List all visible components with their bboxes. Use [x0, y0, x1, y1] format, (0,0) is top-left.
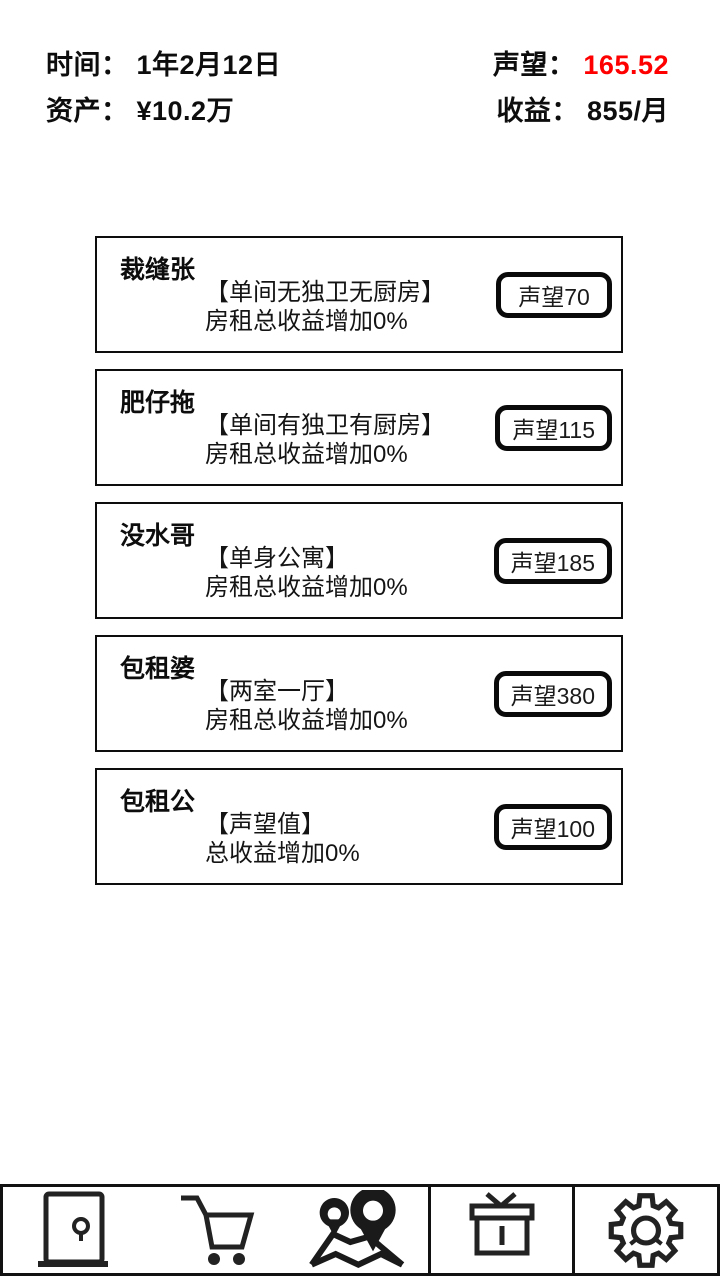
landlord-card-list: 裁缝张 【单间无独卫无厨房】 房租总收益增加0% 声望70 肥仔拖 【单间有独卫… [95, 236, 623, 901]
status-row-2: 资产：¥10.2万 收益：855/月 [46, 96, 669, 142]
assets-value: ¥10.2万 [136, 96, 235, 126]
assets-stat: 资产：¥10.2万 [46, 96, 234, 126]
landlord-effect: 总收益增加0% [205, 840, 360, 867]
reputation-value: 165.52 [583, 50, 669, 80]
landlord-card: 包租公 【声望值】 总收益增加0% 声望100 [95, 768, 623, 885]
landlord-name: 没水哥 [120, 522, 196, 550]
landlord-effect: 房租总收益增加0% [205, 707, 408, 734]
landlord-effect: 房租总收益增加0% [205, 574, 408, 601]
landlord-room-type: 【单间无独卫无厨房】 [205, 279, 445, 306]
landlord-room-type: 【单间有独卫有厨房】 [205, 412, 445, 439]
landlord-effect: 房租总收益增加0% [205, 308, 408, 335]
assets-label: 资产： [46, 96, 129, 126]
reputation-button[interactable]: 声望185 [493, 537, 612, 584]
landlord-description: 【两室一厅】 房租总收益增加0% [205, 677, 408, 735]
status-header: 时间：1年2月12日 声望：165.52 资产：¥10.2万 收益：855/月 [46, 50, 669, 142]
income-stat: 收益：855/月 [496, 96, 669, 126]
landlord-card: 裁缝张 【单间无独卫无厨房】 房租总收益增加0% 声望70 [95, 236, 623, 353]
map-pin-icon [301, 1190, 413, 1270]
reputation-button[interactable]: 声望380 [493, 670, 612, 717]
landlord-card: 肥仔拖 【单间有独卫有厨房】 房租总收益增加0% 声望115 [95, 369, 623, 486]
status-row-1: 时间：1年2月12日 声望：165.52 [46, 50, 669, 96]
reputation-button[interactable]: 声望100 [493, 803, 612, 850]
reputation-label: 声望： [492, 50, 576, 80]
gear-icon [606, 1188, 686, 1272]
landlord-effect: 房租总收益增加0% [205, 441, 408, 468]
landlord-name: 裁缝张 [120, 256, 196, 284]
income-value: 855/月 [586, 96, 669, 126]
reputation-button[interactable]: 声望70 [496, 271, 612, 318]
landlord-card: 包租婆 【两室一厅】 房租总收益增加0% 声望380 [95, 635, 623, 752]
gift-icon [463, 1191, 541, 1269]
bottom-nav-bar [0, 1184, 720, 1276]
landlord-room-type: 【声望值】 [205, 811, 325, 838]
nav-item-rewards[interactable] [427, 1187, 573, 1273]
nav-item-rooms[interactable] [3, 1187, 145, 1273]
landlord-description: 【单身公寓】 房租总收益增加0% [205, 544, 408, 602]
time-label: 时间： [46, 50, 129, 80]
landlord-room-type: 【单身公寓】 [205, 545, 349, 572]
time-stat: 时间：1年2月12日 [46, 50, 281, 80]
landlord-room-type: 【两室一厅】 [205, 678, 349, 705]
nav-item-shop[interactable] [144, 1187, 287, 1273]
reputation-stat: 声望：165.52 [493, 50, 669, 80]
landlord-name: 包租公 [120, 788, 196, 816]
door-icon [31, 1190, 117, 1270]
time-value: 1年2月12日 [136, 50, 282, 80]
cart-icon [175, 1191, 255, 1269]
nav-item-settings[interactable] [572, 1187, 717, 1273]
landlord-name: 肥仔拖 [120, 389, 196, 417]
nav-item-map[interactable] [286, 1187, 428, 1273]
landlord-description: 【单间无独卫无厨房】 房租总收益增加0% [205, 278, 445, 336]
landlord-description: 【声望值】 总收益增加0% [205, 810, 360, 868]
landlord-name: 包租婆 [120, 655, 196, 683]
landlord-card: 没水哥 【单身公寓】 房租总收益增加0% 声望185 [95, 502, 623, 619]
income-label: 收益： [496, 96, 579, 126]
landlord-description: 【单间有独卫有厨房】 房租总收益增加0% [205, 411, 445, 469]
reputation-button[interactable]: 声望115 [495, 404, 612, 451]
